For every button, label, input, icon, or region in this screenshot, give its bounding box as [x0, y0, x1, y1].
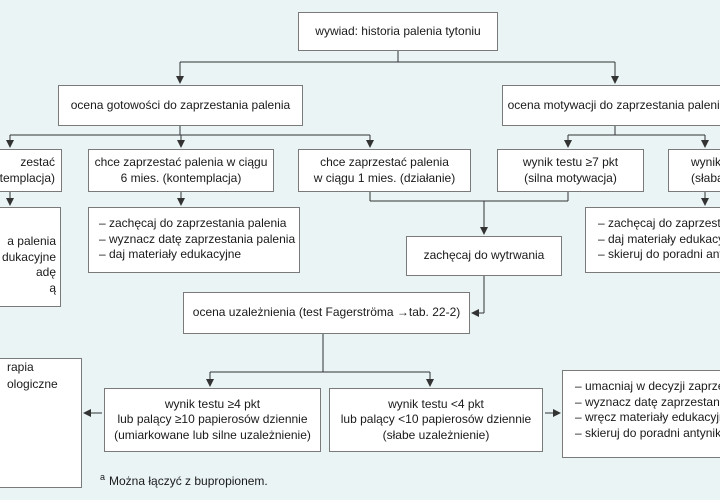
low-dependence-action-1: – umacniaj w decyzji zaprzes: [575, 379, 720, 393]
precontemplation-box: zestać templacja): [0, 149, 62, 192]
low-dependence-box: wynik testu <4 pkt lub palący <10 papier…: [329, 388, 543, 452]
weak-motivation-action-3: – skieruj do poradni anty: [598, 247, 720, 262]
action-stage-box: chce zaprzestać palenia w ciągu 1 mies. …: [298, 149, 471, 192]
contemplation-action-2: – wyznacz datę zaprzestania palenia: [99, 231, 296, 246]
contemplation-line1: chce zaprzestać palenia w ciągu: [94, 154, 268, 169]
precontemplation-line2: templacja): [0, 170, 55, 185]
low-dependence-actions-box: – umacniaj w decyzji zaprzes – wyznacz d…: [562, 370, 720, 458]
footnote-text: Można łączyć z bupropionem.: [109, 474, 268, 488]
contemplation-box: chce zaprzestać palenia w ciągu 6 mies. …: [88, 149, 274, 192]
contemplation-action-3: – daj materiały edukacyjne: [99, 247, 242, 262]
motivation-assessment-label: ocena motywacji do zaprzestania palenia: [507, 97, 720, 112]
readiness-assessment-label: ocena gotowości do zaprzestania palenia: [70, 97, 291, 112]
weak-motivation-action-2: – daj materiały edukacy: [598, 231, 720, 246]
weak-motivation-actions-box: – zachęcaj do zaprzest – daj materiały e…: [585, 207, 720, 273]
treatment-line-2: rapia: [7, 360, 34, 374]
low-dependence-action-2: – wyznacz datę zaprzestania: [575, 394, 720, 409]
dependence-assessment-box: ocena uzależnienia (test Fagerströma →ta…: [183, 292, 470, 334]
motivation-assessment-box: ocena motywacji do zaprzestania palenia: [502, 85, 720, 126]
weak-motivation-line1: wynik: [691, 154, 720, 169]
low-dependence-line3: (słabe uzależnienie): [382, 427, 490, 442]
low-dependence-line2: lub palący <10 papierosów dziennie: [340, 412, 532, 427]
encourage-persistence-box: zachęcaj do wytrwania: [406, 236, 562, 276]
high-dependence-line1: wynik testu ≥4 pkt: [164, 396, 261, 411]
treatment-line-6: ologiczne: [7, 376, 58, 391]
precontemplation-line1: zestać: [20, 154, 55, 169]
action-stage-line1: chce zaprzestać palenia: [320, 154, 449, 169]
action-stage-line2: w ciągu 1 mies. (działanie): [313, 170, 456, 185]
dependence-assessment-label: ocena uzależnienia (test Fagerströma →ta…: [192, 305, 461, 320]
precontemplation-action-4: ą: [49, 280, 56, 295]
low-dependence-line1: wynik testu <4 pkt: [388, 396, 484, 411]
readiness-assessment-box: ocena gotowości do zaprzestania palenia: [58, 85, 303, 126]
contemplation-action-1: – zachęcaj do zaprzestania palenia: [99, 216, 287, 230]
strong-motivation-box: wynik testu ≥7 pkt (silna motywacja): [497, 149, 644, 192]
smoking-history-label: wywiad: historia palenia tytoniu: [315, 23, 481, 38]
strong-motivation-line2: (silna motywacja): [524, 170, 617, 185]
encourage-persistence-label: zachęcaj do wytrwania: [423, 248, 545, 263]
precontemplation-action-2: dukacyjne: [1, 249, 56, 264]
precontemplation-action-1: a palenia: [7, 234, 56, 248]
smoking-history-box: wywiad: historia palenia tytoniu: [298, 12, 498, 51]
footnote-mark: a: [100, 472, 106, 482]
high-dependence-line2: lub palący ≥10 papierosów dziennie: [117, 412, 308, 427]
high-dependence-box: wynik testu ≥4 pkt lub palący ≥10 papier…: [104, 388, 321, 452]
contemplation-line2: 6 mies. (kontemplacja): [120, 170, 242, 185]
precontemplation-action-3: adę: [35, 265, 56, 280]
high-dependence-line3: (umiarkowane lub silne uzależnienie): [114, 427, 311, 442]
treatment-box: rapia ologiczne: [0, 358, 82, 488]
precontemplation-actions-box: a palenia dukacyjne adę ą: [0, 207, 61, 307]
strong-motivation-line1: wynik testu ≥7 pkt: [522, 154, 619, 169]
low-dependence-action-4: – skieruj do poradni antyniko: [575, 425, 720, 440]
low-dependence-action-3: – wręcz materiały edukacyjn: [575, 410, 720, 425]
contemplation-actions-box: – zachęcaj do zaprzestania palenia – wyz…: [88, 207, 300, 273]
weak-motivation-action-1: – zachęcaj do zaprzest: [598, 216, 720, 230]
